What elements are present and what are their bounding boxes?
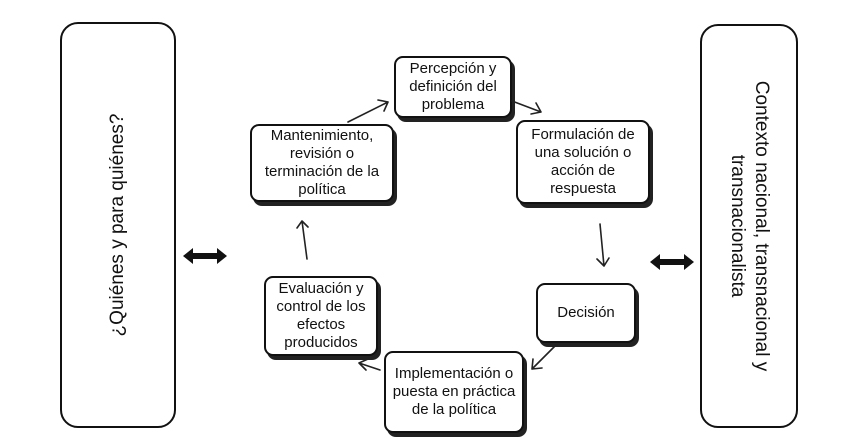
arrow-evaluation-to-maintenance [296,220,309,260]
right-panel: Contexto nacional, transnacional y trans… [700,24,798,428]
maintenance-box: Mantenimiento, revisión o terminación de… [250,124,394,202]
decision-box: Decisión [536,283,636,343]
evaluation-box: Evaluación y control de los efectos prod… [264,276,378,356]
arrow-formulation-to-decision [596,223,610,267]
perception-box: Percepción y definición del problema [394,56,512,118]
arrow-perception-to-formulation [511,100,542,115]
right-double-arrow-icon [650,254,694,270]
formulation-box: Formulación de una solución o acción de … [516,120,650,204]
arrow-maintenance-to-perception [347,99,389,123]
left-double-arrow-icon [183,248,227,264]
implementation-box: Implementación o puesta en práctica de l… [384,351,524,433]
arrow-implementation-to-evaluation [358,358,381,371]
arrow-decision-to-implementation [531,345,556,370]
left-panel: ¿Quiénes y para quiénes? [60,22,176,428]
